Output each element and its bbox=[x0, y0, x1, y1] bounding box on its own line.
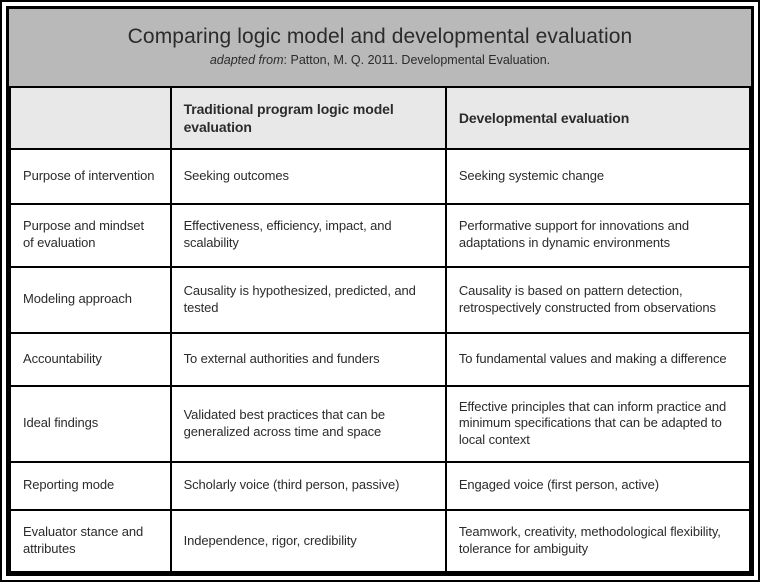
cell-developmental: Engaged voice (first person, active) bbox=[444, 460, 752, 512]
cell-traditional: Effectiveness, efficiency, impact, and s… bbox=[169, 202, 447, 268]
cell-developmental: Effective principles that can inform pra… bbox=[444, 385, 752, 463]
row-label: Purpose and mindset of evaluation bbox=[9, 202, 172, 268]
subtitle-citation: : Patton, M. Q. 2011. Developmental Eval… bbox=[283, 52, 551, 67]
cell-traditional: Scholarly voice (third person, passive) bbox=[169, 460, 447, 512]
table-row: Reporting mode Scholarly voice (third pe… bbox=[9, 460, 752, 512]
row-label: Reporting mode bbox=[9, 460, 172, 512]
table-frame: Comparing logic model and developmental … bbox=[6, 6, 754, 576]
table-row: Modeling approach Causality is hypothesi… bbox=[9, 265, 752, 334]
cell-traditional: Causality is hypothesized, predicted, an… bbox=[169, 265, 447, 334]
figure-title: Comparing logic model and developmental … bbox=[127, 24, 633, 48]
cell-traditional: To external authorities and funders bbox=[169, 331, 447, 388]
row-label: Evaluator stance and attributes bbox=[9, 509, 172, 573]
table-row: Purpose and mindset of evaluation Effect… bbox=[9, 202, 752, 268]
cell-developmental: Teamwork, creativity, methodological fle… bbox=[444, 509, 752, 573]
table-row: Ideal findings Validated best practices … bbox=[9, 385, 752, 463]
corner-cell bbox=[9, 86, 172, 150]
row-label: Ideal findings bbox=[9, 385, 172, 463]
row-label: Purpose of intervention bbox=[9, 147, 172, 205]
column-header-developmental: Developmental evaluation bbox=[444, 86, 752, 150]
table-row: Purpose of intervention Seeking outcomes… bbox=[9, 147, 752, 205]
title-block: Comparing logic model and developmental … bbox=[9, 9, 751, 86]
cell-developmental: Performative support for innovations and… bbox=[444, 202, 752, 268]
table-header-row: Traditional program logic model evaluati… bbox=[9, 86, 752, 150]
cell-developmental: Seeking systemic change bbox=[444, 147, 752, 205]
comparison-table: Traditional program logic model evaluati… bbox=[9, 86, 752, 573]
cell-developmental: Causality is based on pattern detection,… bbox=[444, 265, 752, 334]
cell-traditional: Independence, rigor, credibility bbox=[169, 509, 447, 573]
row-label: Modeling approach bbox=[9, 265, 172, 334]
column-header-traditional: Traditional program logic model evaluati… bbox=[169, 86, 447, 150]
cell-traditional: Validated best practices that can be gen… bbox=[169, 385, 447, 463]
cell-traditional: Seeking outcomes bbox=[169, 147, 447, 205]
row-label: Accountability bbox=[9, 331, 172, 388]
cell-developmental: To fundamental values and making a diffe… bbox=[444, 331, 752, 388]
figure-subtitle: adapted from: Patton, M. Q. 2011. Develo… bbox=[210, 53, 550, 67]
subtitle-attribution-prefix: adapted from bbox=[209, 52, 284, 67]
table-row: Accountability To external authorities a… bbox=[9, 331, 752, 388]
table-row: Evaluator stance and attributes Independ… bbox=[9, 509, 752, 573]
